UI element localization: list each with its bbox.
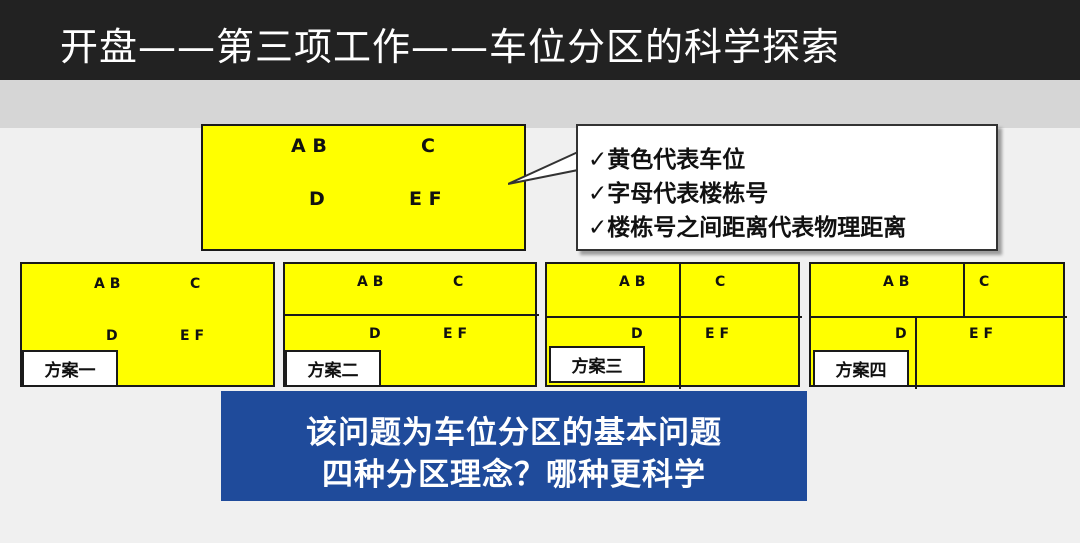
building-label-ef: E F <box>969 326 994 342</box>
building-label-c: C <box>453 274 464 290</box>
building-label-ab: A B <box>619 274 646 290</box>
plan-4-diagram: A B C D E F 方案四 <box>809 262 1067 389</box>
header-band <box>0 80 1080 128</box>
building-label-ab: A B <box>357 274 384 290</box>
plan-1-diagram: A B C D E F 方案一 <box>20 262 275 387</box>
plan-3-label: 方案三 <box>549 346 645 383</box>
callout-pointer <box>508 150 580 185</box>
banner-line-1: 该问题为车位分区的基本问题 <box>306 415 722 451</box>
plan-4-label: 方案四 <box>813 350 909 387</box>
zone-divider-vertical <box>679 264 681 389</box>
building-label-ab: A B <box>94 276 121 292</box>
building-label-d: D <box>895 326 907 342</box>
plan-2-label: 方案二 <box>285 350 381 387</box>
callout-line-yellow: ✓黄色代表车位 <box>588 147 746 173</box>
banner-line-2: 四种分区理念？哪种更科学 <box>322 457 706 493</box>
slide-title: 开盘——第三项工作——车位分区的科学探索 <box>60 25 841 69</box>
main-parking-diagram: A B C D E F <box>201 124 526 251</box>
plan-3-diagram: A B C D E F 方案三 <box>545 262 802 389</box>
building-label-ef: E F <box>409 188 442 210</box>
zone-divider-vertical-upper <box>963 264 965 316</box>
building-label-d: D <box>369 326 381 342</box>
building-label-ef: E F <box>443 326 468 342</box>
building-label-d: D <box>309 188 325 210</box>
building-label-ef: E F <box>705 326 730 342</box>
legend-callout: ✓黄色代表车位 ✓字母代表楼栋号 ✓楼栋号之间距离代表物理距离 <box>576 124 998 251</box>
building-label-ab: A B <box>883 274 910 290</box>
building-label-d: D <box>631 326 643 342</box>
building-label-c: C <box>715 274 726 290</box>
zone-divider-horizontal <box>285 314 539 316</box>
question-banner: 该问题为车位分区的基本问题 四种分区理念？哪种更科学 <box>221 391 807 501</box>
building-label-c: C <box>979 274 990 290</box>
zone-divider-horizontal <box>547 316 802 318</box>
building-label-c: C <box>190 276 201 292</box>
building-label-c: C <box>421 135 435 157</box>
callout-line-distance: ✓楼栋号之间距离代表物理距离 <box>588 215 907 241</box>
building-label-d: D <box>106 328 118 344</box>
building-label-ab: A B <box>291 135 327 157</box>
plan-2-diagram: A B C D E F 方案二 <box>283 262 539 387</box>
building-label-ef: E F <box>180 328 205 344</box>
title-bar: 开盘——第三项工作——车位分区的科学探索 <box>0 0 1080 80</box>
zone-divider-horizontal <box>811 316 1067 318</box>
plan-1-label: 方案一 <box>22 350 118 387</box>
callout-line-letters: ✓字母代表楼栋号 <box>588 181 769 207</box>
zone-divider-vertical-lower <box>915 316 917 389</box>
